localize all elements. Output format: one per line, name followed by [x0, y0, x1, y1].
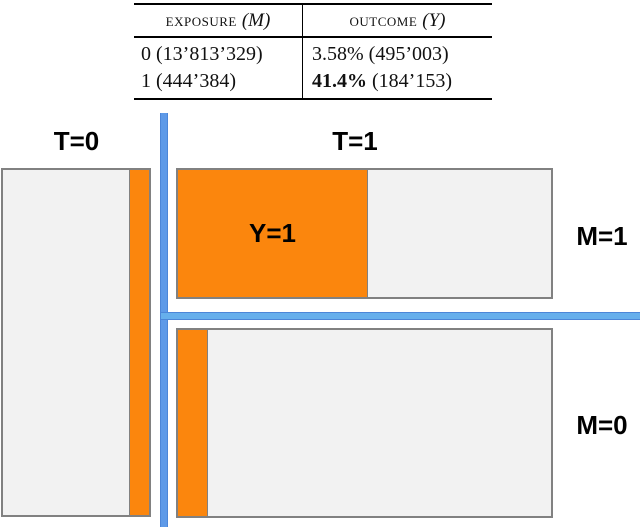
divider-bar-horizontal [161, 312, 640, 320]
table-column-outcome: 3.58% (495’003) 41.4% (184’153) [303, 38, 492, 98]
panel-t0-y1-strip [129, 170, 149, 515]
panel-t1-m1-y1-block: Y=1 [178, 170, 368, 297]
table-mid-rule [134, 36, 492, 38]
label-t0: T=0 [53, 125, 100, 156]
panel-t1-m0-y1-strip [178, 330, 208, 516]
table-header-exposure: exposure (M) [134, 5, 303, 36]
header-outcome-label: outcome [349, 10, 418, 30]
outcome-pct-row0: 3.58% [312, 42, 364, 65]
summary-table: exposure (M) outcome (Y) 0 (13’813’329) … [134, 3, 492, 100]
table-column-exposure: 0 (13’813’329) 1 (444’384) [134, 37, 303, 98]
table-bottom-rule [134, 97, 492, 100]
header-outcome-var: (Y) [422, 9, 446, 31]
table-body: 0 (13’813’329) 1 (444’384) 3.58% (495’00… [134, 37, 492, 98]
panel-t1-m0 [176, 328, 553, 518]
table-header-outcome: outcome (Y) [303, 5, 492, 36]
header-exposure-var: (M) [241, 9, 271, 31]
panel-t1-m1: Y=1 [176, 168, 553, 299]
label-t1: T=1 [332, 125, 378, 156]
cell-exposure-row1: 1 (444’384) [141, 69, 236, 92]
cell-exposure-row0: 0 (13’813’329) [141, 42, 263, 65]
label-m0: M=0 [576, 409, 628, 440]
outcome-count-row0: (495’003) [368, 42, 449, 65]
cell-outcome-row0: 3.58% (495’003) [312, 41, 492, 68]
outcome-count-row1: (184’153) [372, 69, 452, 92]
divider-bar-vertical [160, 113, 168, 527]
label-m1: M=1 [576, 220, 628, 251]
table-header-row: exposure (M) outcome (Y) [134, 5, 492, 36]
cell-outcome-row1: 41.4% (184’153) [312, 68, 492, 95]
table-top-rule [134, 3, 492, 5]
panel-t0 [1, 168, 151, 517]
header-exposure-label: exposure [165, 10, 237, 30]
label-y1: Y=1 [249, 218, 296, 248]
outcome-pct-row1: 41.4% [312, 69, 367, 92]
